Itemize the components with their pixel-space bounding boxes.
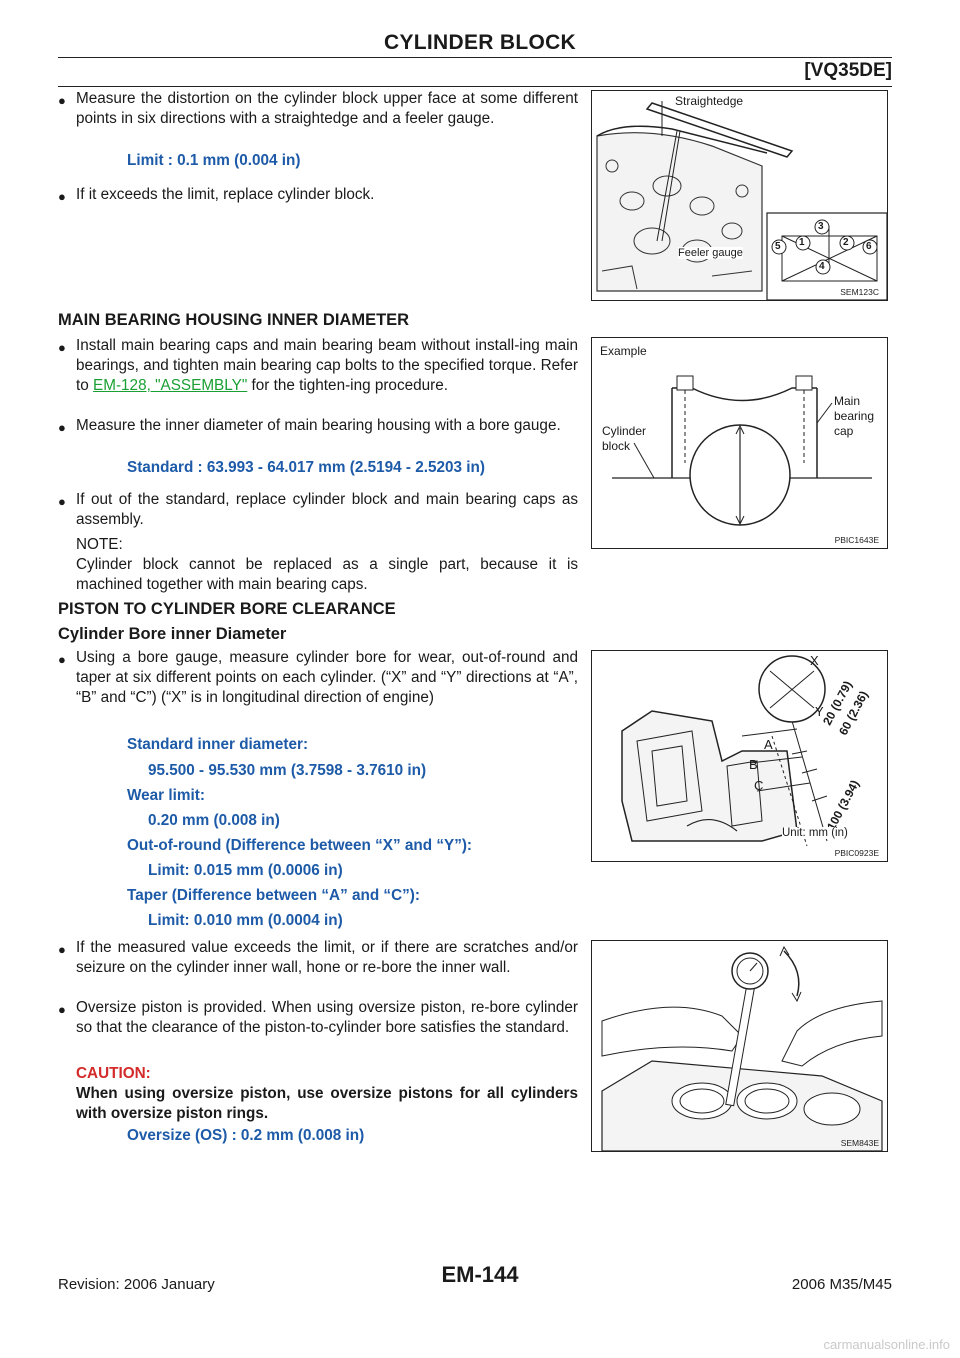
label-c: C	[754, 778, 764, 793]
assembly-reference-link[interactable]: EM-128, "ASSEMBLY"	[93, 377, 248, 394]
spec-standard-label: Standard inner diameter:	[127, 736, 309, 753]
label-block: block	[602, 439, 631, 453]
label-main: Main	[834, 394, 861, 408]
figure-code: PBIC1643E	[834, 535, 879, 545]
bullet-icon: ●	[58, 420, 66, 435]
spec-taper-label: Taper (Difference between “A” and “C”):	[127, 887, 420, 904]
caution-block: CAUTION: When using oversize piston, use…	[76, 1064, 578, 1124]
label-b: B	[749, 757, 758, 772]
header-rule-bottom	[58, 86, 892, 87]
bullet-icon: ●	[58, 340, 66, 355]
page-number: EM-144	[441, 1262, 519, 1287]
bullet-icon: ●	[58, 942, 66, 957]
engine-model-label: [VQ35DE]	[804, 60, 892, 81]
caution-text: When using oversize piston, use oversize…	[76, 1085, 578, 1122]
figure-cylinder-bore: X Y A B C 20 (0.79) 60 (2.36) 100 (3.94)…	[591, 650, 888, 862]
main-bearing-install-step: Install main bearing caps and main beari…	[76, 336, 578, 396]
note-text: Cylinder block cannot be replaced as a s…	[76, 556, 578, 593]
bore-measure-step: Using a bore gauge, measure cylinder bor…	[76, 649, 578, 706]
inset-num-3: 3	[818, 221, 824, 232]
inset-num-6: 6	[866, 241, 872, 252]
section-heading-main-bearing: MAIN BEARING HOUSING INNER DIAMETER	[58, 311, 410, 329]
label-main-bearing-cap: Main bearing cap	[834, 394, 874, 439]
note-label: NOTE:	[76, 536, 123, 553]
label-straightedge: Straightedge	[675, 94, 744, 108]
bore-exceed-step: If the measured value exceeds the limit,…	[76, 939, 578, 976]
figure-bore-gauge: SEM843E	[591, 940, 888, 1152]
label-cap: cap	[834, 424, 854, 438]
bullet-icon: ●	[58, 494, 66, 509]
figure-main-bearing-housing: Example Cylinder block Main bearing cap …	[591, 337, 888, 549]
spec-standard-value: 95.500 - 95.530 mm (3.7598 - 3.7610 in)	[148, 762, 427, 779]
page-section-title: CYLINDER BLOCK	[383, 31, 577, 54]
spec-wear-label: Wear limit:	[127, 787, 205, 804]
figure-code: SEM843E	[840, 1138, 879, 1148]
section-heading-piston-clearance: PISTON TO CYLINDER BORE CLEARANCE	[58, 600, 396, 618]
inset-num-5: 5	[775, 241, 781, 252]
bullet-icon: ●	[58, 1002, 66, 1017]
label-bearing: bearing	[834, 409, 875, 423]
main-bearing-install-text: Install main bearing caps and main beari…	[76, 337, 578, 394]
label-example: Example	[600, 344, 647, 358]
main-bearing-install-text-end: for the tighten-ing procedure.	[247, 377, 448, 394]
inset-num-2: 2	[843, 237, 849, 248]
watermark: carmanualsonline.info	[823, 1337, 950, 1352]
spec-out-of-round-label: Out-of-round (Difference between “X” and…	[127, 837, 473, 854]
figure-code: SEM123C	[840, 287, 879, 297]
spec-wear-value: 0.20 mm (0.008 in)	[148, 812, 280, 829]
distortion-replace-note: If it exceeds the limit, replace cylinde…	[76, 186, 375, 203]
cylinder-bore-illustration	[621, 655, 828, 847]
label-a: A	[764, 737, 773, 752]
main-bearing-replace-step: If out of the standard, replace cylinder…	[76, 491, 578, 528]
caution-label: CAUTION:	[76, 1065, 151, 1082]
unit-label: Unit: mm (in)	[782, 827, 848, 839]
subheading-cylinder-bore: Cylinder Bore inner Diameter	[58, 625, 287, 643]
straightedge-illustration	[596, 101, 887, 300]
inset-num-4: 4	[819, 261, 825, 272]
main-bearing-note: NOTE: Cylinder block cannot be replaced …	[76, 535, 578, 595]
main-bearing-illustration	[612, 375, 872, 526]
label-cylinder-block: Cylinder block	[602, 424, 646, 454]
spec-taper-value: Limit: 0.010 mm (0.0004 in)	[148, 912, 343, 929]
figure-code: PBIC0923E	[834, 848, 879, 858]
figure-straightedge: Straightedge Feeler gauge 5 1 3 2 4 6 SE…	[591, 90, 888, 301]
distortion-limit: Limit : 0.1 mm (0.004 in)	[127, 152, 301, 169]
label-cylinder: Cylinder	[602, 424, 647, 438]
revision-date: Revision: 2006 January	[58, 1276, 215, 1293]
inset-num-1: 1	[799, 237, 805, 248]
oversize-piston-step: Oversize piston is provided. When using …	[76, 999, 578, 1036]
label-x: X	[810, 653, 819, 668]
bullet-icon: ●	[58, 189, 66, 204]
oversize-spec: Oversize (OS) : 0.2 mm (0.008 in)	[127, 1127, 365, 1144]
label-y: Y	[815, 704, 824, 719]
main-bearing-measure-step: Measure the inner diameter of main beari…	[76, 417, 561, 434]
main-bearing-standard: Standard : 63.993 - 64.017 mm (2.5194 - …	[127, 459, 485, 476]
bore-gauge-illustration	[601, 945, 883, 1151]
bullet-icon: ●	[58, 93, 66, 108]
vehicle-model: 2006 M35/M45	[791, 1276, 892, 1293]
label-feeler-gauge: Feeler gauge	[678, 247, 743, 259]
distortion-instruction: Measure the distortion on the cylinder b…	[76, 90, 578, 127]
header-rule	[58, 57, 892, 58]
bullet-icon: ●	[58, 652, 66, 667]
spec-out-of-round-value: Limit: 0.015 mm (0.0006 in)	[148, 862, 343, 879]
